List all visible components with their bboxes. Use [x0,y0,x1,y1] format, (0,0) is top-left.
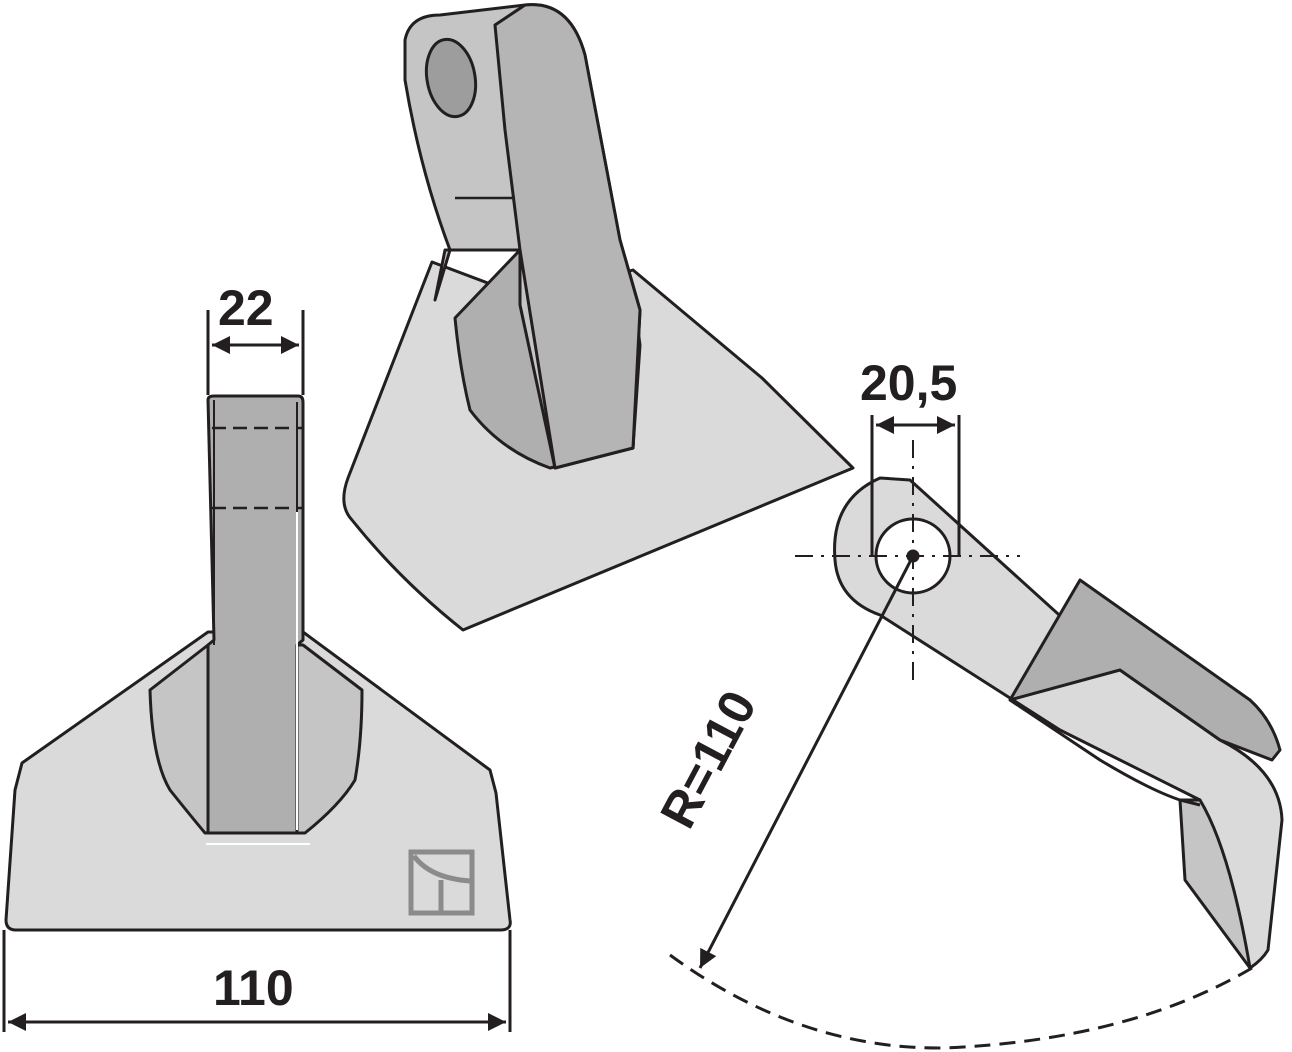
front-view-blade [4,394,512,932]
label-blade-width: 110 [213,960,294,1016]
manufacturer-logo-icon [408,849,475,916]
dimension-eye-width [206,310,305,395]
label-eye-width: 22 [218,280,274,336]
side-view-blade [833,476,1284,970]
dimension-blade-width [2,930,512,1032]
perspective-view-blade [342,3,855,632]
hole-centerlines [795,440,1020,680]
label-hole-diameter: 20,5 [860,355,958,411]
dimension-swing-radius [669,555,1253,1050]
dimension-hole-diameter [870,415,961,556]
